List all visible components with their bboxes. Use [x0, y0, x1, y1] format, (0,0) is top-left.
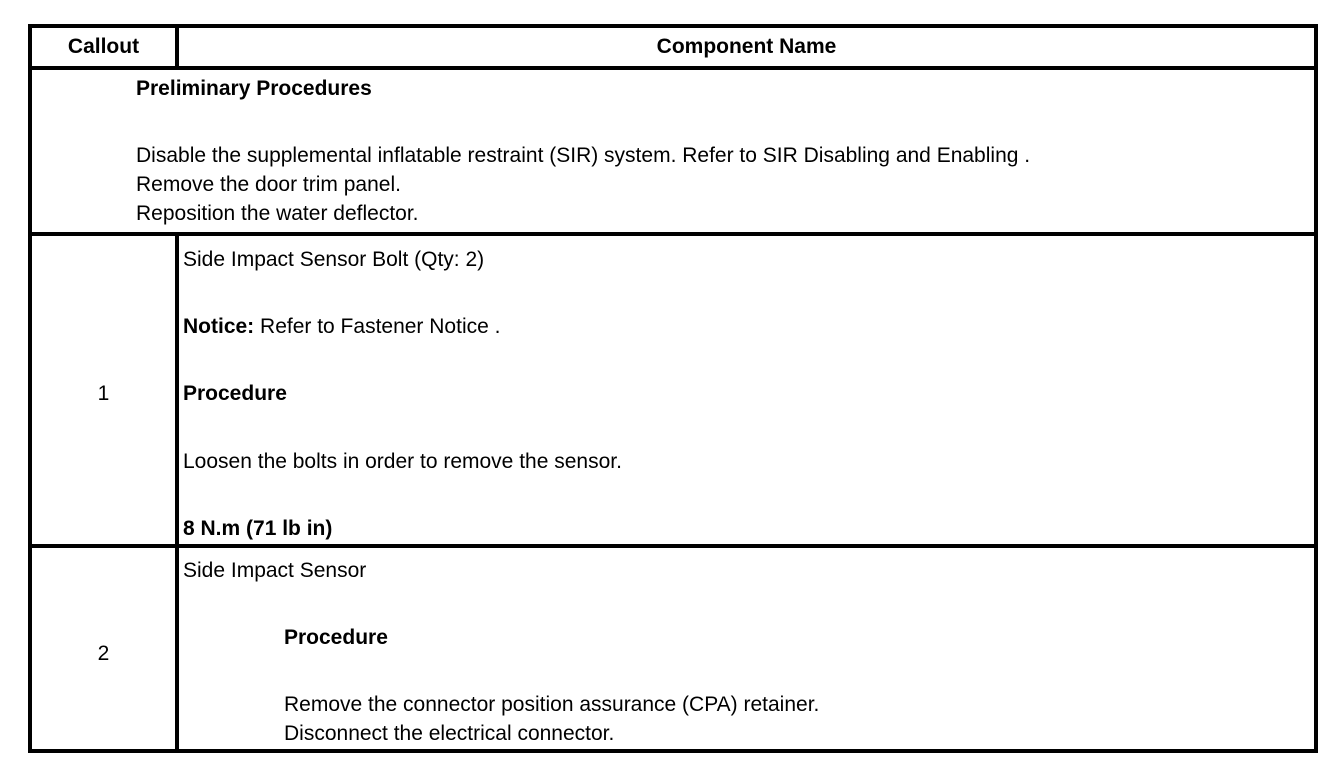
preliminary-step: Disable the supplemental inflatable rest…	[136, 144, 1031, 167]
header-component-name: Component Name	[656, 35, 837, 58]
row2-procedure-label: Procedure	[284, 626, 388, 649]
preliminary-divider	[32, 232, 1314, 236]
preliminary-step: Reposition the water deflector.	[136, 202, 419, 225]
header-callout: Callout	[67, 35, 140, 58]
preliminary-title: Preliminary Procedures	[136, 77, 372, 100]
procedure-table: Callout Component Name Preliminary Proce…	[28, 24, 1318, 753]
row1-torque: 8 N.m (71 lb in)	[183, 517, 333, 540]
preliminary-steps: Disable the supplemental inflatable rest…	[136, 141, 1030, 228]
row2-steps: Remove the connector position assurance …	[284, 690, 819, 748]
preliminary-step: Remove the door trim panel.	[136, 173, 401, 196]
column-divider-header	[175, 28, 179, 66]
row2-step: Disconnect the electrical connector.	[284, 722, 615, 745]
notice-label: Notice:	[183, 315, 255, 338]
row2-step: Remove the connector position assurance …	[284, 693, 820, 716]
row1-notice: Notice: Refer to Fastener Notice .	[183, 315, 500, 339]
row1-component-name: Side Impact Sensor Bolt (Qty: 2)	[183, 248, 485, 271]
row1-procedure-label: Procedure	[183, 382, 287, 405]
row2-component-name: Side Impact Sensor	[183, 559, 367, 582]
row2-callout: 2	[97, 642, 110, 665]
notice-text: Refer to Fastener Notice .	[254, 315, 501, 338]
row1-procedure-step: Loosen the bolts in order to remove the …	[183, 450, 622, 473]
row1-divider	[32, 544, 1314, 548]
column-divider-rows	[175, 232, 179, 753]
row1-callout: 1	[97, 382, 110, 405]
header-divider	[32, 66, 1314, 70]
